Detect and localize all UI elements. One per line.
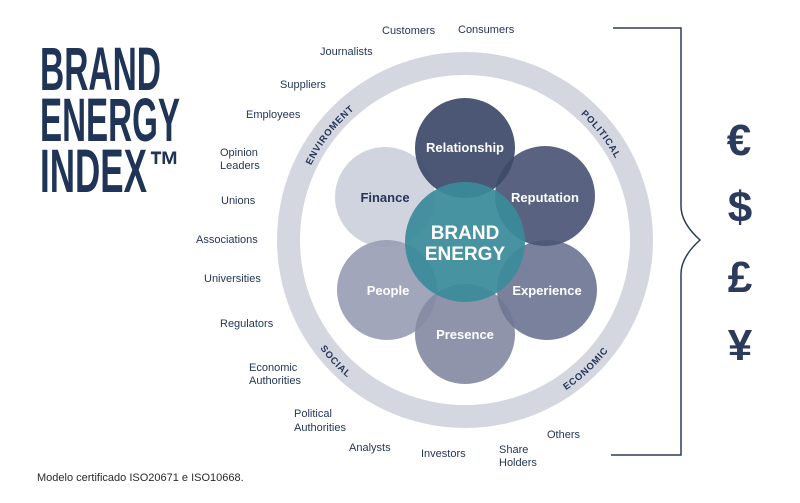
stakeholder-customers: Customers: [382, 25, 436, 37]
stakeholder-universities: Universities: [204, 273, 261, 285]
title-line-energy: ENERGY: [40, 86, 180, 154]
stakeholder-opinion-leaders-line1: Opinion: [220, 147, 258, 159]
certification-footer: Modelo certificado ISO20671 e ISO10668.: [37, 472, 244, 484]
stakeholder-share-holders-line1: Share: [499, 444, 528, 456]
dollar-icon: $: [728, 183, 752, 232]
stakeholder-employees: Employees: [246, 109, 301, 121]
stakeholder-suppliers: Suppliers: [280, 79, 326, 91]
stakeholder-associations: Associations: [196, 234, 258, 246]
stakeholder-others: Others: [547, 429, 581, 441]
center-circle: [405, 182, 525, 302]
stakeholder-journalists: Journalists: [320, 46, 373, 58]
curly-bracket: [611, 27, 702, 456]
petal-label-people: People: [367, 283, 410, 298]
stakeholder-investors: Investors: [421, 448, 466, 460]
petal-experience: [497, 240, 597, 340]
petal-label-reputation: Reputation: [511, 190, 579, 205]
petal-label-experience: Experience: [512, 283, 581, 298]
petal-relationship: [415, 98, 515, 198]
center-label-energy: ENERGY: [425, 244, 506, 265]
stakeholder-economic-authorities-line1: Economic: [249, 362, 298, 374]
stakeholder-political-authorities-line2: Authorities: [294, 422, 346, 434]
stakeholder-unions: Unions: [221, 195, 256, 207]
stakeholder-political-authorities-line1: Political: [294, 408, 332, 420]
center-label-brand: BRAND: [431, 223, 500, 244]
stakeholder-regulators: Regulators: [220, 318, 274, 330]
petal-label-relationship: Relationship: [426, 140, 504, 155]
stakeholder-analysts: Analysts: [349, 442, 391, 454]
stakeholder-economic-authorities-line2: Authorities: [249, 375, 301, 387]
stakeholder-labels: Customers Consumers Journalists Supplier…: [196, 24, 581, 469]
trademark-symbol: ™: [149, 144, 180, 188]
currency-symbols: € $ £ ¥: [727, 116, 753, 370]
petal-presence: [415, 284, 515, 384]
euro-icon: €: [727, 116, 751, 165]
stakeholder-consumers: Consumers: [458, 24, 515, 36]
petals: Relationship Reputation Experience Prese…: [335, 98, 597, 384]
page-title: BRAND ENERGY INDEX ™: [40, 35, 180, 205]
pound-icon: £: [728, 253, 753, 302]
petal-label-presence: Presence: [436, 327, 494, 342]
petal-label-finance: Finance: [360, 190, 409, 205]
stakeholder-share-holders-line2: Holders: [499, 457, 537, 469]
stakeholder-opinion-leaders-line2: Leaders: [220, 160, 260, 172]
title-line-brand: BRAND: [40, 35, 161, 103]
yen-icon: ¥: [728, 321, 753, 370]
title-line-index: INDEX: [40, 137, 147, 205]
